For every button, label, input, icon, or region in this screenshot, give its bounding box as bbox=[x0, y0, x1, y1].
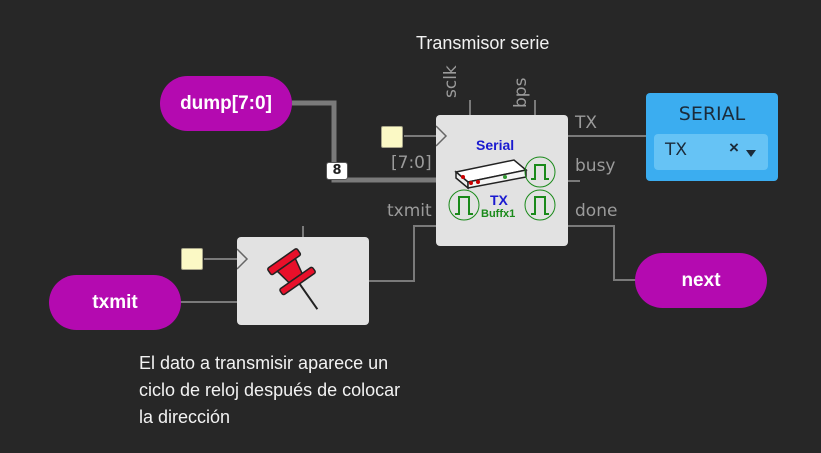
port-done-label: done bbox=[575, 201, 618, 221]
clock-box-pin[interactable] bbox=[181, 248, 203, 270]
serial-block-header: Serial bbox=[476, 137, 515, 153]
pin-to-serial-wire bbox=[369, 225, 437, 282]
port-sclk-label: sclk bbox=[441, 65, 461, 98]
note-line: la dirección bbox=[139, 407, 231, 427]
port-txmit-label: txmit bbox=[387, 201, 432, 221]
note-line: El dato a transmisir aparece un bbox=[139, 353, 389, 373]
pin-block-graphic bbox=[236, 248, 319, 310]
chevron-down-icon[interactable] bbox=[746, 150, 756, 157]
pulse-icon-left bbox=[448, 189, 480, 221]
serial-device-icon bbox=[454, 159, 528, 190]
bus-wire bbox=[292, 100, 437, 183]
page-title: Transmisor serie bbox=[416, 33, 550, 53]
serial-block-tx-label: TX bbox=[490, 192, 508, 208]
note-text: El dato a transmisir aparece un ciclo de… bbox=[139, 350, 400, 431]
serial-panel-title: SERIAL bbox=[678, 103, 746, 125]
serial-panel[interactable]: SERIAL TX × bbox=[646, 93, 778, 181]
done-wire bbox=[568, 225, 636, 281]
pushpin-icon bbox=[267, 248, 319, 310]
serial-block-sub-label: Buffx1 bbox=[481, 208, 516, 220]
port-tx-label: TX bbox=[575, 113, 598, 133]
serial-block[interactable]: Serial TX Buffx1 bbox=[436, 115, 568, 246]
port-bps-label: bps bbox=[511, 77, 531, 108]
bus-width-badge: 8 bbox=[326, 162, 348, 180]
note-line: ciclo de reloj después de colocar bbox=[139, 380, 401, 400]
serial-block-graphic bbox=[436, 125, 556, 221]
next-output[interactable]: next bbox=[635, 253, 767, 308]
clock-box-serial[interactable] bbox=[381, 126, 403, 148]
pin-block[interactable] bbox=[236, 237, 369, 325]
clear-icon[interactable]: × bbox=[729, 138, 739, 157]
txmit-input[interactable]: txmit bbox=[49, 275, 181, 330]
serial-port-select[interactable]: TX × bbox=[654, 134, 768, 170]
dump-input[interactable]: dump[7:0] bbox=[160, 76, 292, 131]
port-data-label: [7:0] bbox=[391, 153, 432, 173]
pulse-icon-right bbox=[524, 156, 556, 188]
port-busy-label: busy bbox=[575, 156, 616, 176]
pulse-icon-bottom bbox=[524, 189, 556, 221]
serial-port-value: TX bbox=[665, 140, 688, 160]
